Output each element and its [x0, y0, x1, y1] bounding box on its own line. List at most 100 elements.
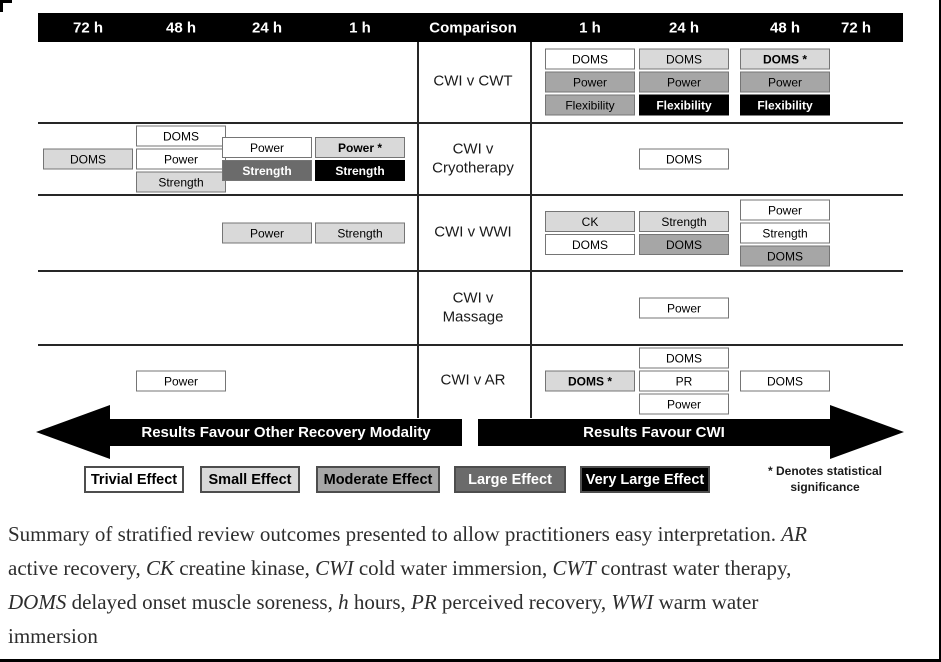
outcome-stack: DOMS [740, 370, 830, 392]
comparison-column-divider [417, 42, 419, 418]
outcome-box: DOMS [136, 125, 226, 147]
comparison-label: CWI v Cryotherapy [432, 140, 514, 176]
outcome-box: PR [639, 370, 729, 392]
outcome-box: Strength [740, 222, 830, 244]
comparison-label: CWI v AR [440, 371, 506, 389]
caption-text: active recovery, [8, 556, 146, 580]
outcome-box: Flexibility [639, 94, 729, 116]
outcome-box: Power [136, 148, 226, 170]
caption-text: hours, [348, 590, 412, 614]
legend-item-large: Large Effect [454, 466, 566, 493]
outcome-stack: Power [639, 297, 729, 319]
outcome-box: DOMS [639, 48, 729, 70]
caption-text: contrast water therapy, [595, 556, 792, 580]
outcome-box: Strength [315, 160, 405, 181]
time-column-label: 72 h [840, 19, 872, 36]
outcome-box: DOMS [639, 347, 729, 369]
outcome-stack: DOMS [43, 148, 133, 170]
frame-corner [0, 0, 3, 12]
comparison-label: CWI v CWT [433, 72, 513, 90]
outcome-box: Strength [136, 171, 226, 193]
caption-text: warm water [653, 590, 759, 614]
outcome-box: DOMS * [740, 48, 830, 70]
outcome-box: Strength [315, 222, 405, 244]
caption-abbreviation: CK [145, 556, 174, 580]
outcome-box: DOMS * [545, 370, 635, 392]
legend-item-small: Small Effect [200, 466, 300, 493]
legend-item-trivial: Trivial Effect [84, 466, 184, 493]
outcome-box: DOMS [639, 148, 729, 170]
outcome-box: Power [639, 297, 729, 319]
caption-text: Summary of stratified review outcomes pr… [8, 522, 782, 546]
significance-note: * Denotes statistical significance [745, 464, 905, 495]
caption-text: perceived recovery, [436, 590, 612, 614]
significance-note-line1: * Denotes statistical [767, 464, 883, 478]
outcome-box: Power * [315, 137, 405, 158]
outcome-box: CK [545, 211, 635, 232]
comparison-row: CWI v Massage Power [38, 270, 903, 344]
time-column-label: 1 h [349, 19, 371, 36]
outcome-box: Power [545, 71, 635, 93]
outcome-box: Power [740, 199, 830, 221]
time-column-label: 24 h [668, 19, 700, 36]
caption-text: immersion [8, 624, 98, 648]
caption-text: delayed onset muscle soreness, [66, 590, 339, 614]
legend-item-moderate: Moderate Effect [316, 466, 440, 493]
outcome-box: Power [222, 222, 312, 244]
caption-abbreviation: CWI [315, 556, 354, 580]
outcome-box: Strength [222, 160, 312, 181]
outcome-box: DOMS [639, 234, 729, 255]
time-column-label: 72 h [72, 19, 104, 36]
outcome-box: Flexibility [740, 94, 830, 116]
outcome-stack: Power [222, 222, 312, 244]
significance-note-line2: significance [790, 479, 860, 494]
outcome-box: DOMS [740, 245, 830, 267]
time-column-label: 24 h [251, 19, 283, 36]
caption-abbreviation: AR [781, 522, 807, 546]
caption-abbreviation: h [338, 590, 349, 614]
outcome-box: Strength [639, 211, 729, 232]
outcome-box: DOMS [545, 234, 635, 255]
comparison-label: CWI v WWI [434, 223, 512, 241]
caption-text: creatine kinase, [173, 556, 316, 580]
time-column-label: Comparison [429, 19, 517, 36]
outcome-box: DOMS [740, 370, 830, 392]
comparison-label: CWI v Massage [442, 289, 504, 325]
caption-abbreviation: DOMS [8, 590, 67, 614]
caption-abbreviation: WWI [611, 590, 654, 614]
left-arrowhead [36, 405, 110, 459]
time-column-label: 48 h [769, 19, 801, 36]
outcome-box: DOMS [545, 48, 635, 70]
caption-abbreviation: CWT [552, 556, 596, 580]
outcome-stack: DOMS * [545, 370, 635, 392]
favour-cwi-arrow: Results Favour CWI [478, 419, 830, 446]
outcome-box: Power [222, 137, 312, 158]
favour-cwi-label: Results Favour CWI [583, 424, 725, 441]
outcome-box: Power [136, 370, 226, 392]
outcome-box: Power [639, 393, 729, 415]
outcome-box: Power [639, 71, 729, 93]
caption-text: cold water immersion, [353, 556, 553, 580]
frame-corner [0, 0, 12, 3]
favour-other-arrow: Results Favour Other Recovery Modality [110, 419, 462, 446]
comparison-column-divider [530, 42, 532, 418]
outcome-stack: Power [136, 370, 226, 392]
right-arrowhead [830, 405, 904, 459]
effect-size-legend: Trivial Effect Small Effect Moderate Effec… [0, 466, 939, 496]
outcome-box: DOMS [43, 148, 133, 170]
outcome-stack: DOMS [639, 148, 729, 170]
